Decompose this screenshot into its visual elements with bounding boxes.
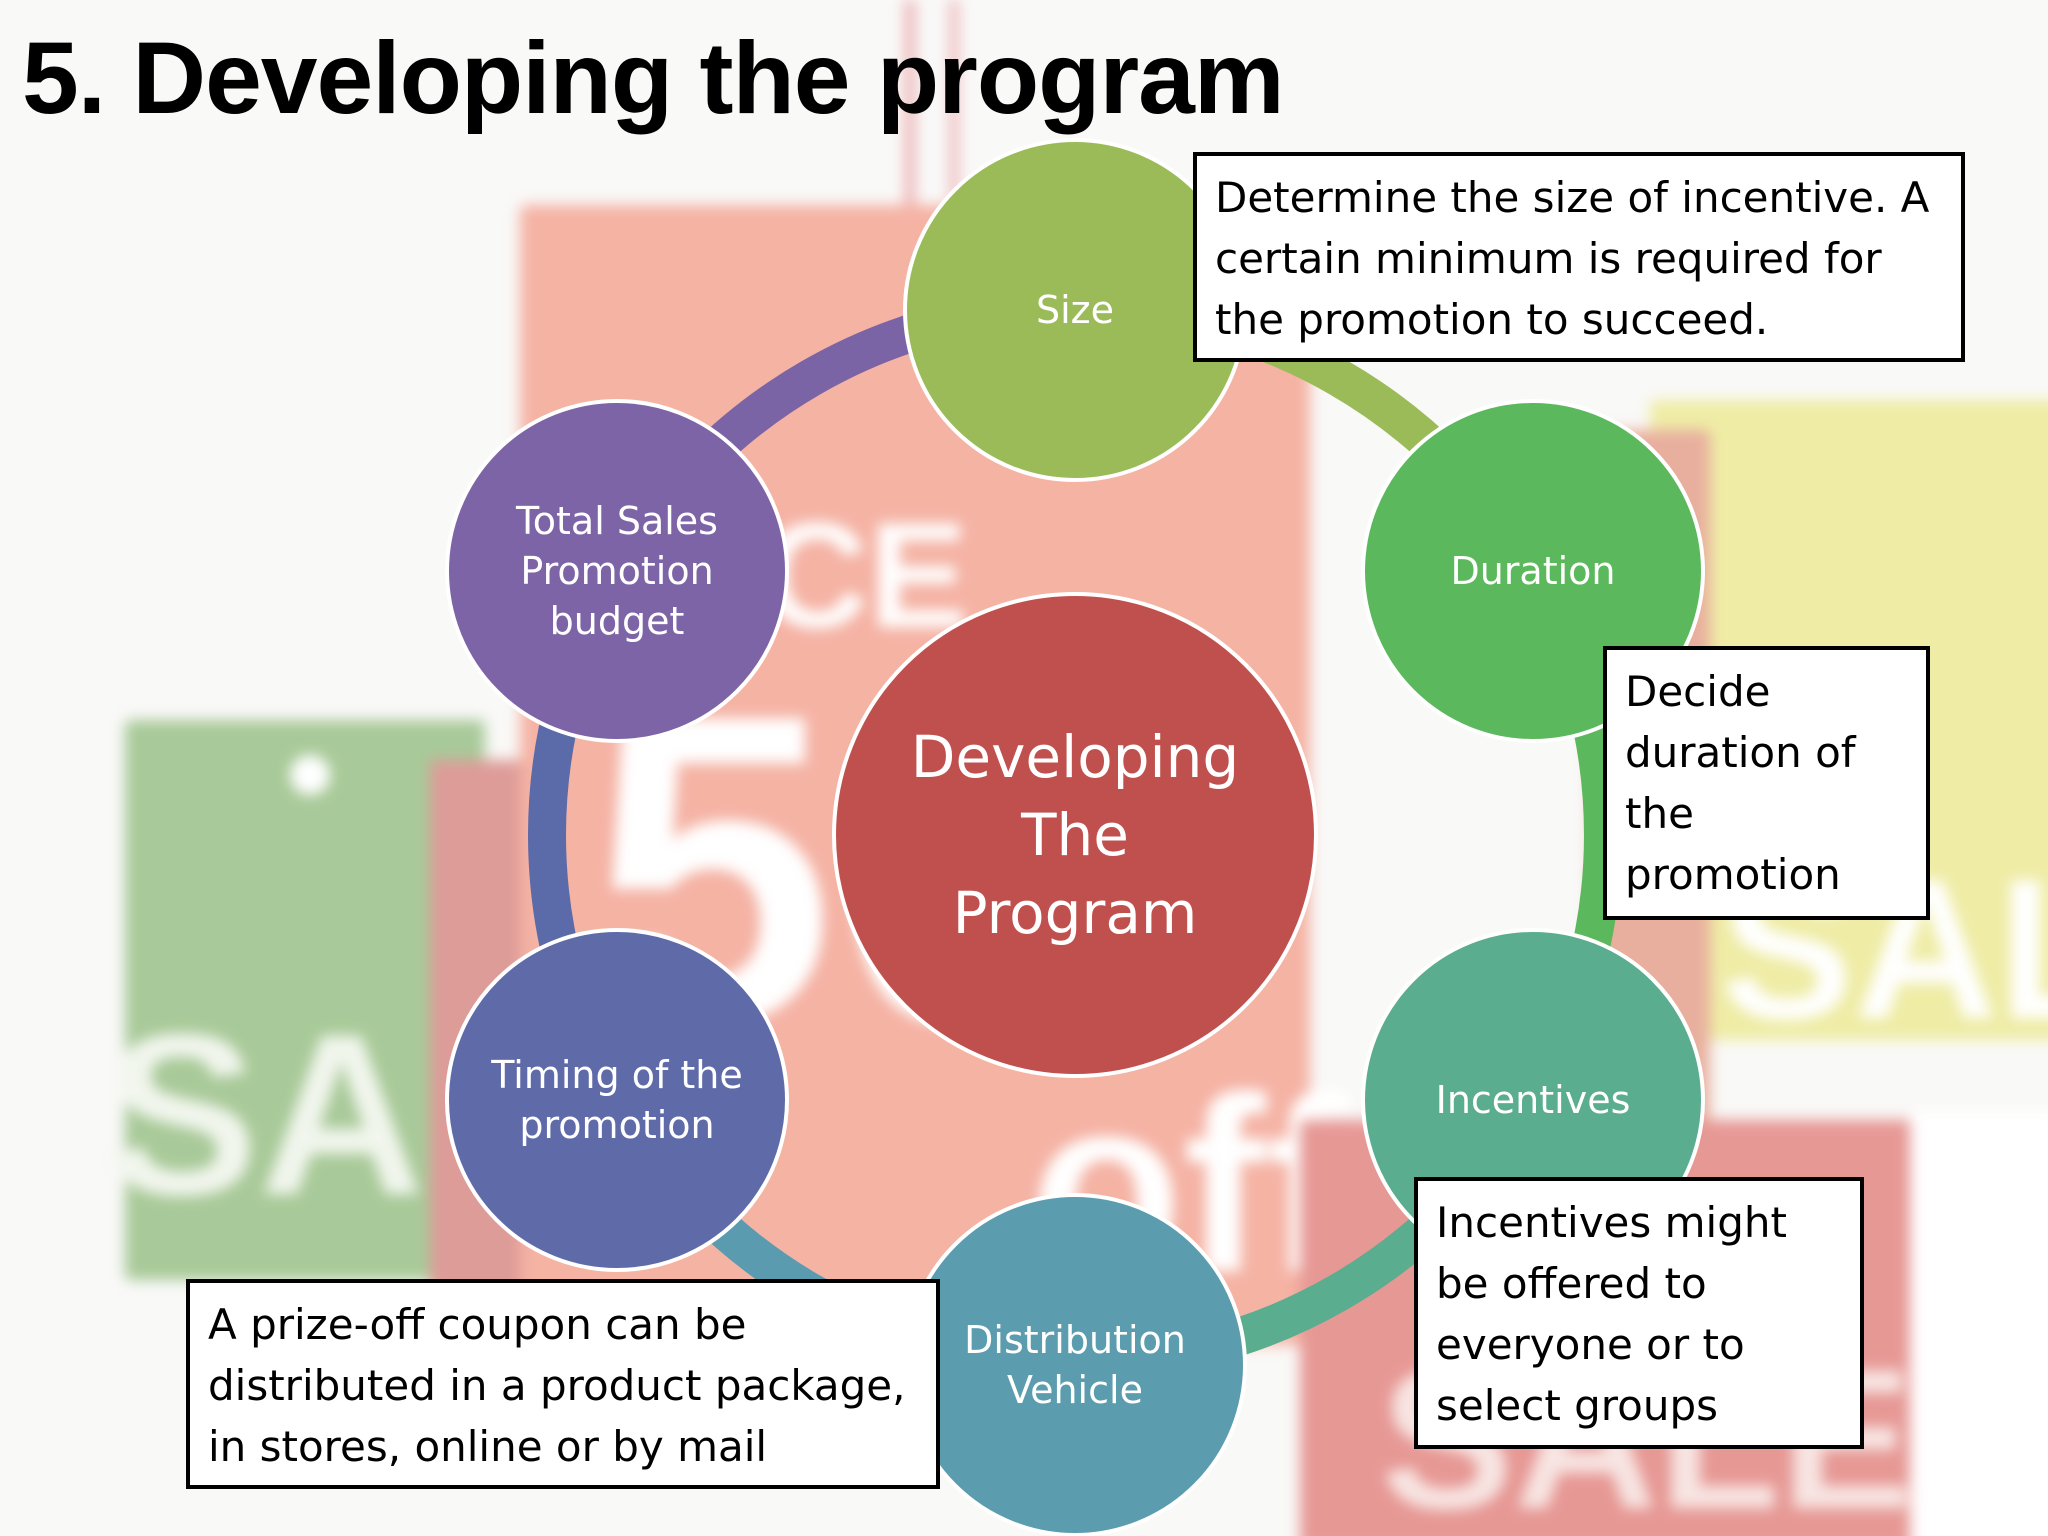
node-size-label: Size — [1035, 287, 1114, 332]
callout-duration: Decide duration of the promotion — [1603, 646, 1930, 920]
node-size: Size — [903, 138, 1247, 482]
background-price-text: CE — [760, 491, 969, 659]
background-white-tag — [1910, 1110, 2048, 1536]
node-timing-label: Timing of the promotion — [491, 1052, 743, 1147]
tag-string — [905, 0, 915, 230]
background-green-tag — [125, 720, 485, 1280]
node-incentives-label: Incentives — [1435, 1077, 1631, 1122]
node-distribution-vehicle-label: Distribution Vehicle — [964, 1317, 1186, 1412]
center-circle: Developing The Program — [832, 592, 1318, 1078]
node-budget: Total Sales Promotion budget — [445, 399, 789, 743]
node-duration-label: Duration — [1450, 548, 1616, 593]
tag-string — [950, 0, 958, 200]
callout-size: Determine the size of incentive. A certa… — [1193, 152, 1965, 362]
node-timing: Timing of the promotion — [445, 928, 789, 1272]
callout-incentives: Incentives might be offered to everyone … — [1414, 1177, 1864, 1449]
node-budget-label: Total Sales Promotion budget — [516, 498, 718, 644]
tag-hole — [290, 755, 330, 795]
center-circle-label: Developing The Program — [910, 722, 1240, 948]
node-distribution-vehicle: Distribution Vehicle — [903, 1193, 1247, 1536]
slide-title: 5. Developing the program — [22, 21, 1285, 135]
callout-distribution: A prize-off coupon can be distributed in… — [186, 1279, 940, 1489]
